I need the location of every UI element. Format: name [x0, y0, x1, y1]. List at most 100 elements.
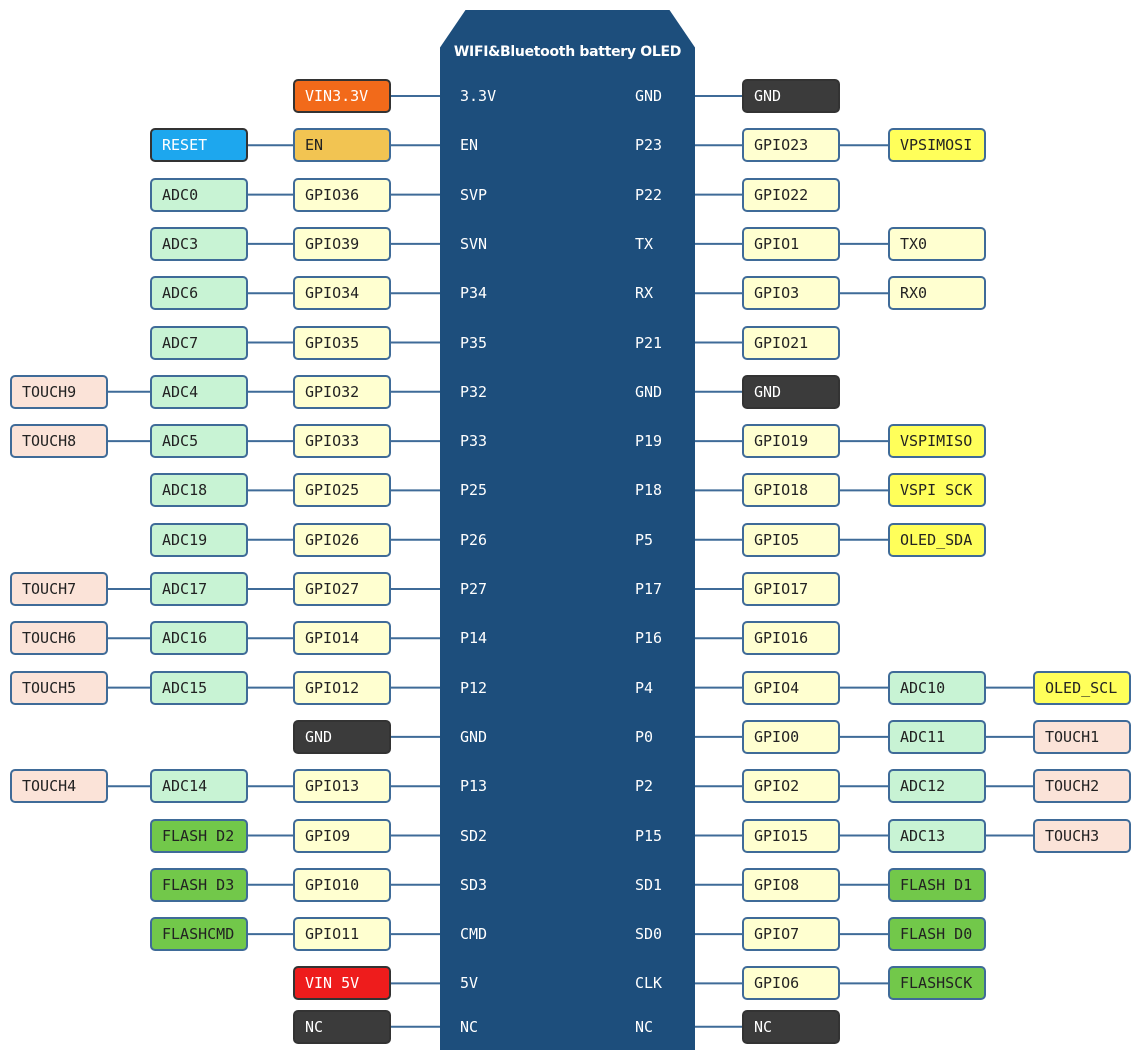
- board-pin-label: RX: [635, 284, 654, 303]
- pin-function-box: GPIO23: [742, 128, 840, 163]
- board-pin-label: P27: [460, 580, 488, 598]
- pin-function-box: GPIO19: [742, 424, 840, 459]
- pin-function-box: GPIO32: [293, 374, 391, 409]
- pin-function-box: FLASH D2: [150, 818, 248, 853]
- pin-function-box: GND: [293, 719, 391, 754]
- board-pin-label: 3.3V: [460, 87, 497, 105]
- board-pin-label: TX: [635, 234, 654, 253]
- pin-function-box: TOUCH9: [10, 374, 108, 409]
- pin-function-box: OLED_SDA: [888, 522, 986, 557]
- pin-function-box: GPIO7: [742, 917, 840, 952]
- pin-function-box: TOUCH5: [10, 670, 108, 705]
- pin-function-box: GPIO26: [293, 522, 391, 557]
- board-pin-label: P12: [460, 678, 488, 697]
- pin-function-box: ADC15: [150, 670, 248, 705]
- pin-function-box: GND: [742, 374, 840, 409]
- board-pin-label: P4: [635, 678, 654, 697]
- board-pin-label: GND: [635, 382, 663, 401]
- pin-function-box: GPIO9: [293, 818, 391, 853]
- pin-function-box: ADC12: [888, 769, 986, 804]
- board-pin-label: P22: [635, 185, 663, 204]
- pin-function-box: TOUCH6: [10, 621, 108, 656]
- pin-function-box: ADC14: [150, 769, 248, 804]
- board-pin-label: P26: [460, 530, 488, 549]
- board-pin-label: EN: [460, 136, 479, 155]
- pin-function-box: FLASH D3: [150, 867, 248, 902]
- pin-function-box: GPIO27: [293, 572, 391, 606]
- pin-function-box: TOUCH2: [1033, 769, 1131, 804]
- board-pin-label: NC: [635, 1017, 654, 1036]
- pin-function-box: GPIO39: [293, 226, 391, 261]
- pin-function-box: ADC17: [150, 572, 248, 606]
- board-pin-label: P5: [635, 530, 654, 549]
- pin-function-box: GPIO17: [742, 572, 840, 606]
- board-pin-label: P21: [635, 333, 663, 352]
- board-pin-label: SD1: [635, 875, 663, 894]
- pin-function-box: ADC11: [888, 719, 986, 754]
- pin-function-box: ADC3: [150, 226, 248, 261]
- pin-function-box: ADC10: [888, 670, 986, 705]
- board-pin-label: SD2: [460, 826, 488, 845]
- pin-function-box: GPIO35: [293, 325, 391, 360]
- board-pin-label: CMD: [460, 925, 488, 944]
- pin-function-box: GPIO3: [742, 276, 840, 311]
- pin-function-box: GPIO4: [742, 670, 840, 705]
- board-pin-label: P13: [460, 777, 488, 796]
- board-pin-label: P25: [460, 481, 488, 500]
- pin-function-box: GPIO1: [742, 226, 840, 261]
- pin-function-box: TOUCH4: [10, 769, 108, 804]
- pin-function-box: TX0: [888, 226, 986, 261]
- pin-function-box: ADC13: [888, 818, 986, 853]
- pin-function-box: ADC18: [150, 473, 248, 508]
- pin-function-box: GPIO22: [742, 177, 840, 212]
- pin-function-box: GPIO12: [293, 670, 391, 705]
- pin-function-box: FLASH D0: [888, 917, 986, 952]
- pin-function-box: GPIO21: [742, 325, 840, 360]
- pin-function-box: GPIO0: [742, 719, 840, 754]
- pin-function-box: GPIO33: [293, 424, 391, 459]
- pin-function-box: ADC19: [150, 522, 248, 557]
- pin-function-box: GND: [742, 79, 840, 113]
- board-pin-label: SD3: [460, 875, 488, 894]
- board-title: WIFI&Bluetooth battery OLED: [453, 44, 682, 60]
- board-pin-label: SVP: [460, 185, 488, 204]
- board-pin-label: CLK: [635, 974, 663, 993]
- pin-function-box: ADC4: [150, 374, 248, 409]
- pin-function-box: ADC0: [150, 177, 248, 212]
- board-pin-label: P19: [635, 432, 663, 451]
- pin-function-box: VSPIMISO: [888, 424, 986, 459]
- pin-function-box: GPIO5: [742, 522, 840, 557]
- board-body: [440, 10, 695, 1050]
- board-pin-label: P16: [635, 629, 663, 648]
- pin-function-box: GPIO25: [293, 473, 391, 508]
- board-pin-label: GND: [460, 727, 488, 746]
- board-pin-label: 5V: [460, 974, 479, 993]
- pin-function-box: GPIO36: [293, 177, 391, 212]
- pin-function-box: OLED_SCL: [1033, 670, 1131, 705]
- pin-function-box: VSPI SCK: [888, 473, 986, 508]
- pin-function-box: GPIO6: [742, 966, 840, 1001]
- pin-function-box: ADC6: [150, 276, 248, 311]
- pin-function-box: FLASH D1: [888, 867, 986, 902]
- board-pin-label: P23: [635, 136, 663, 155]
- board-pin-label: SD0: [635, 925, 663, 944]
- pin-function-box: FLASHSCK: [888, 966, 986, 1001]
- pin-function-box: GPIO34: [293, 276, 391, 311]
- pin-function-box: GPIO14: [293, 621, 391, 656]
- pin-function-box: ADC16: [150, 621, 248, 656]
- pin-function-box: RX0: [888, 276, 986, 311]
- pin-function-box: VPSIMOSI: [888, 128, 986, 163]
- pin-function-box: ADC7: [150, 325, 248, 360]
- pin-function-box: GPIO16: [742, 621, 840, 656]
- board-pin-label: P35: [460, 333, 488, 352]
- pin-function-box: GPIO2: [742, 769, 840, 804]
- board-pin-label: SVN: [460, 234, 488, 253]
- pin-function-box: GPIO18: [742, 473, 840, 508]
- pin-function-box: TOUCH1: [1033, 719, 1131, 754]
- pin-function-box: VIN3.3V: [293, 79, 391, 113]
- pin-function-box: GPIO10: [293, 867, 391, 902]
- pin-function-box: GPIO15: [742, 818, 840, 853]
- pin-function-box: RESET: [150, 128, 248, 163]
- pin-function-box: TOUCH8: [10, 424, 108, 459]
- pin-function-box: NC: [293, 1009, 391, 1044]
